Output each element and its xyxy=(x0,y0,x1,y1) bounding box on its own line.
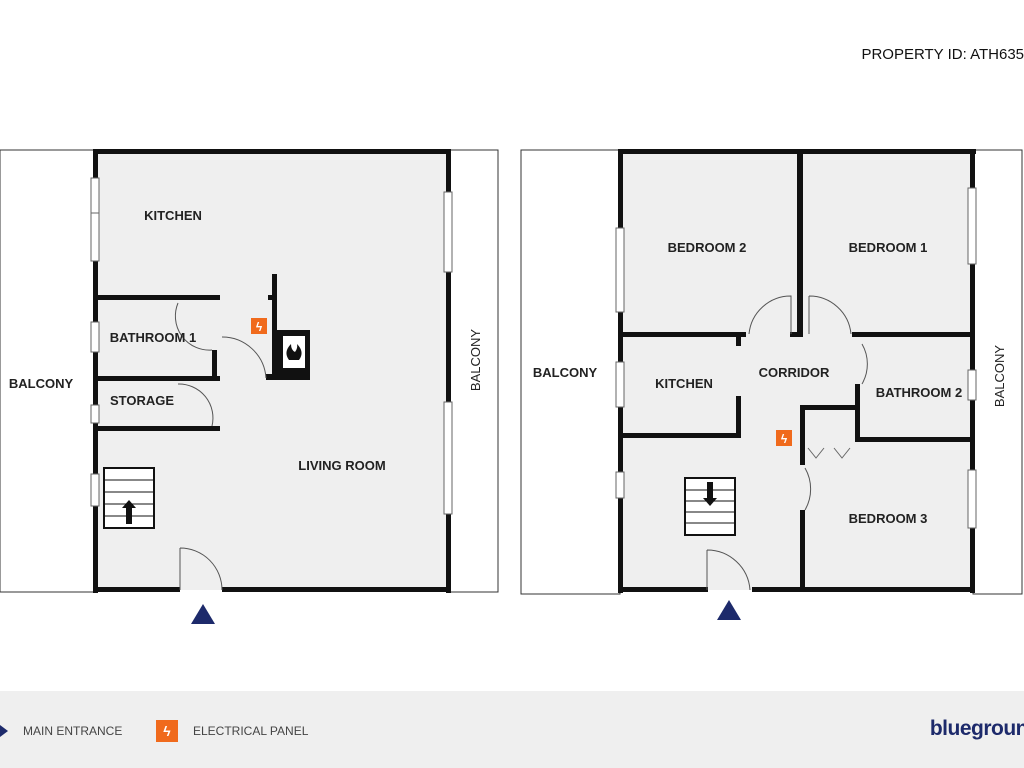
fireplace-icon xyxy=(286,344,302,360)
room-label: BATHROOM 1 xyxy=(110,330,196,345)
left-floor-plan: ϟ KITCHEN BATHROOM 1 STORAGE LIVING ROOM… xyxy=(0,149,499,624)
stairs-icon xyxy=(684,477,736,536)
room-label: KITCHEN xyxy=(144,208,202,223)
room-label: BEDROOM 2 xyxy=(668,240,747,255)
room-label: BEDROOM 3 xyxy=(849,511,928,526)
right-balcony-east xyxy=(972,149,1023,595)
main-entrance-icon xyxy=(0,725,8,737)
legend-main-entrance: MAIN ENTRANCE xyxy=(23,724,123,738)
closet-door-icon xyxy=(807,447,851,459)
main-entrance-marker-icon xyxy=(717,600,741,620)
floor-plan: ϟ KITCHEN BATHROOM 1 STORAGE LIVING ROOM… xyxy=(0,149,1023,624)
room-label: STORAGE xyxy=(110,393,174,408)
left-balcony-east xyxy=(447,149,499,593)
room-label: BALCONY xyxy=(992,345,1007,407)
room-label: LIVING ROOM xyxy=(298,458,385,473)
svg-text:ϟ: ϟ xyxy=(256,320,263,334)
stairs-icon xyxy=(103,467,155,529)
svg-text:ϟ: ϟ xyxy=(781,432,788,446)
electrical-panel-icon xyxy=(776,430,792,446)
right-floor-plan: ϟ BEDROOM 2 BEDROOM 1 KITCHEN CORRIDOR B… xyxy=(520,149,1023,620)
room-label: CORRIDOR xyxy=(759,365,830,380)
room-label: BALCONY xyxy=(533,365,598,380)
electrical-panel-icon: ϟ xyxy=(156,720,178,742)
legend: MAIN ENTRANCE ϟ ELECTRICAL PANEL bluegro… xyxy=(0,691,1024,768)
room-label: BEDROOM 1 xyxy=(849,240,928,255)
electrical-panel-icon xyxy=(251,318,267,334)
main-entrance-marker-icon xyxy=(191,604,215,624)
room-label: BATHROOM 2 xyxy=(876,385,962,400)
brand-logo: bluegroun xyxy=(929,717,1024,740)
room-label: KITCHEN xyxy=(655,376,713,391)
left-balcony-west xyxy=(0,149,97,593)
room-label: BALCONY xyxy=(468,329,483,391)
property-id: PROPERTY ID: ATH635 xyxy=(861,46,1024,63)
legend-electrical-panel: ELECTRICAL PANEL xyxy=(193,724,309,738)
room-label: BALCONY xyxy=(9,376,74,391)
